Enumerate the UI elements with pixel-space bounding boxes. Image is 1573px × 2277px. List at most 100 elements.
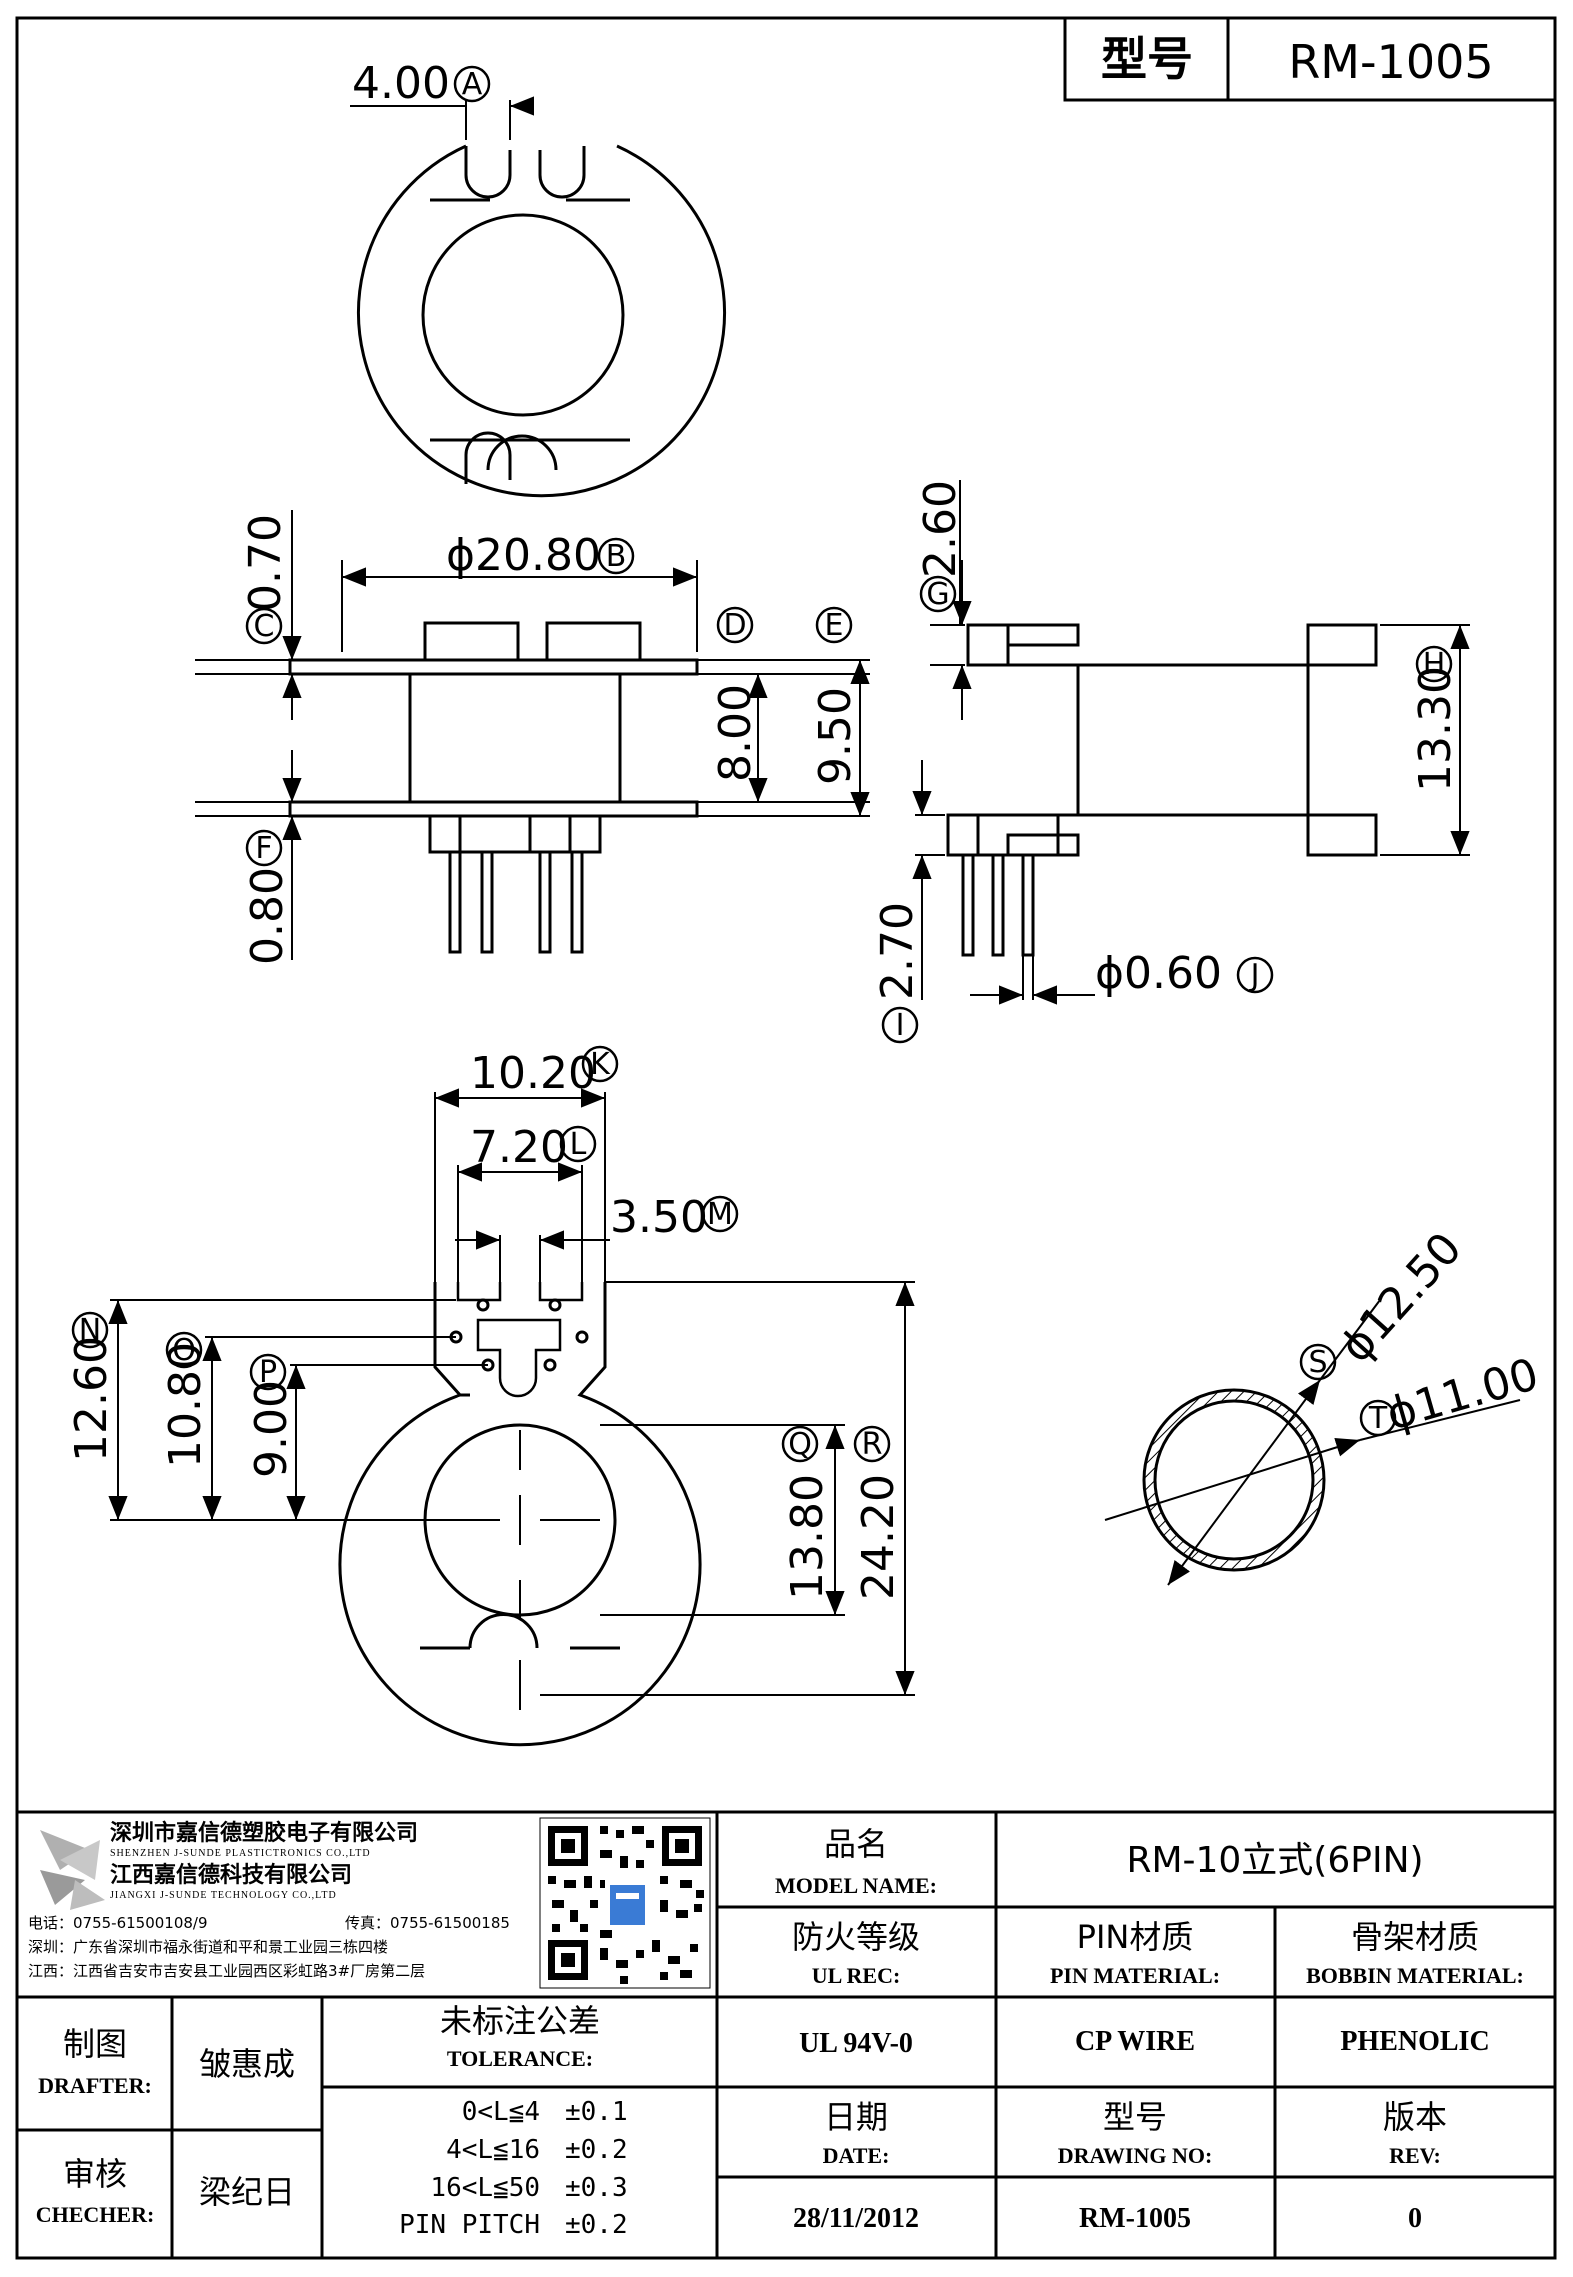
svg-text:J: J [1249,958,1260,993]
svg-text:P: P [259,1355,277,1390]
pin-material-value: CP WIRE [1075,2026,1195,2057]
rev-cn: 版本 [1383,2098,1447,2136]
company-name-sz: 深圳市嘉信德塑胶电子有限公司 [110,1820,418,1846]
pin-material-en: PIN MATERIAL: [1050,1963,1220,1988]
dim-O-value: 10.80 [160,1342,211,1468]
drawing-no-cn: 型号 [1103,2098,1167,2136]
svg-text:M: M [707,1197,733,1232]
header-model-box: 型号 RM-1005 [1063,16,1557,102]
svg-text:H: H [1423,647,1446,682]
drafter-cn: 制图 [63,2025,127,2063]
dim-P-value: 9.00 [246,1380,297,1478]
drafter-value: 皱惠成 [199,2045,295,2083]
ul-rec-value: UL 94V-0 [799,2028,913,2059]
tolerance-value: ±0.3 [565,2173,628,2203]
company-addr-sz: 深圳：广东省深圳市福永街道和平和景工业园三栋四楼 [28,1938,388,1956]
dim-Q-bubble: Q [781,1425,819,1463]
tube-section-view [1104,1299,1521,1586]
dim-R-value: 24.20 [853,1474,904,1600]
dim-D-value: 8.00 [710,684,761,782]
svg-text:A: A [462,67,483,102]
svg-text:K: K [590,1047,611,1082]
header-model-value: RM-1005 [1288,35,1493,89]
dim-I-bubble: I [881,1006,919,1044]
checker-value: 梁纪日 [199,2173,295,2211]
company-phone: 电话：0755-61500108/9 [28,1914,208,1932]
svg-text:G: G [926,577,949,612]
dim-N-value: 12.60 [66,1336,117,1462]
checker-cn: 审核 [63,2155,127,2193]
company-name-jx-en: JIANGXI J-SUNDE TECHNOLOGY CO.,LTD [110,1890,337,1901]
bottom-view [108,1088,915,1747]
sheet-border [15,16,1557,2260]
dim-B-value: ϕ20.80 [446,530,601,581]
dim-P-bubble: P [249,1353,287,1391]
dim-K-bubble: K [581,1045,619,1083]
bobbin-material-en: BOBBIN MATERIAL: [1306,1963,1524,1988]
dim-N-bubble: N [71,1311,109,1349]
dim-F-bubble: F [245,829,283,867]
tolerance-table: 0<L≦4 ±0.1 4<L≦16 ±0.2 16<L≦50 ±0.3 PIN … [399,2097,628,2240]
dim-C-bubble: C [245,607,283,645]
dim-G-value: 2.60 [915,480,966,578]
model-name-cn: 品名 [824,1825,888,1863]
company-addr-jx: 江西：江西省吉安市吉安县工业园西区彩虹路3#厂房第二层 [28,1962,425,1980]
ul-rec-cn: 防火等级 [792,1918,920,1956]
drawing-no-en: DRAWING NO: [1058,2143,1213,2168]
svg-text:Q: Q [788,1427,812,1462]
svg-text:O: O [172,1333,196,1368]
side-view [912,480,1470,1005]
rev-en: REV: [1389,2143,1441,2168]
top-view [350,96,726,498]
svg-text:S: S [1308,1345,1327,1380]
model-name-en: MODEL NAME: [775,1873,937,1898]
bobbin-material-cn: 骨架材质 [1351,1918,1479,1956]
tolerance-en: TOLERANCE: [447,2046,593,2071]
qr-code-icon [539,1817,711,1989]
dim-A-value: 4.00 [352,58,450,109]
tolerance-range: PIN PITCH [399,2210,540,2240]
dim-H-bubble: H [1415,645,1453,683]
svg-text:N: N [79,1313,101,1348]
company-fax: 传真：0755-61500185 [345,1914,510,1932]
tolerance-cn: 未标注公差 [440,2002,600,2040]
header-model-label: 型号 [1101,32,1193,86]
dim-G-bubble: G [919,575,957,613]
dim-M-bubble: M [701,1195,739,1233]
date-value: 28/11/2012 [793,2203,919,2234]
tolerance-value: ±0.2 [565,2135,628,2165]
ul-rec-en: UL REC: [812,1963,901,1988]
dim-T-bubble: T [1359,1399,1397,1437]
tolerance-range: 0<L≦4 [462,2097,540,2127]
dim-Q-value: 13.80 [782,1474,833,1600]
dim-L-value: 7.20 [470,1122,568,1173]
dim-S-value: ϕ12.50 [1330,1223,1472,1372]
drawing-no-value: RM-1005 [1079,2203,1191,2234]
dim-B-bubble: B [597,537,635,575]
title-block-grid [17,1810,1555,2258]
drafter-en: DRAFTER: [38,2073,152,2098]
dim-M-value: 3.50 [610,1192,708,1243]
dim-K-value: 10.20 [470,1048,596,1099]
dim-S-bubble: S [1299,1343,1337,1381]
svg-text:B: B [606,539,627,574]
svg-text:R: R [862,1427,883,1462]
checker-en: CHECHER: [36,2202,155,2227]
dim-C-value: 0.70 [240,514,291,612]
date-en: DATE: [823,2143,890,2168]
svg-text:I: I [896,1008,905,1043]
dim-O-bubble: O [165,1331,203,1369]
svg-text:D: D [723,608,746,643]
dim-I-value: 2.70 [872,902,923,1000]
tolerance-value: ±0.1 [565,2097,628,2127]
dim-R-bubble: R [853,1425,891,1463]
dim-A-bubble: A [453,65,491,103]
pin-material-cn: PIN材质 [1077,1918,1194,1956]
front-view [195,510,870,960]
company-name-sz-en: SHENZHEN J-SUNDE PLASTICTRONICS CO.,LTD [110,1848,371,1859]
dim-D-bubble: D [716,606,754,644]
dim-E-value: 9.50 [810,687,861,785]
tolerance-range: 16<L≦50 [430,2173,540,2203]
dim-E-bubble: E [815,606,853,644]
bobbin-material-value: PHENOLIC [1340,2026,1489,2057]
